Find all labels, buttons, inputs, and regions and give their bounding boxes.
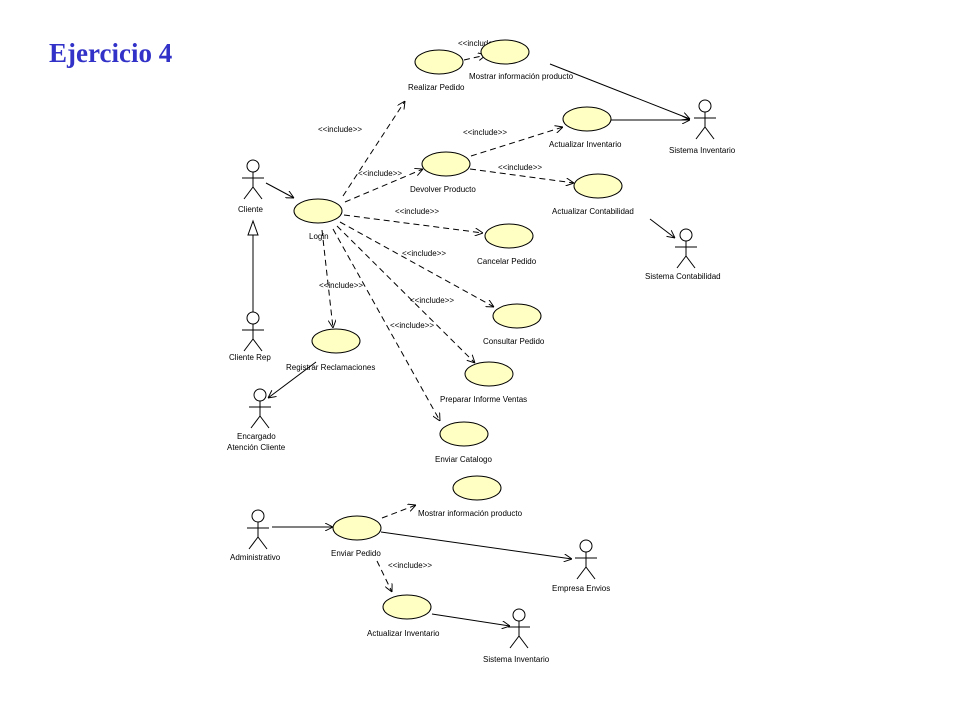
- use-case-label: Consultar Pedido: [483, 337, 545, 346]
- use-case-login: [293, 198, 343, 224]
- association-actinv-sisinv2: [431, 613, 510, 626]
- actor-label: Empresa Envios: [552, 584, 610, 593]
- association-enviar-mostrar: [381, 505, 416, 519]
- page-title: Ejercicio 4: [49, 38, 173, 68]
- association-actcont-siscont: [649, 218, 675, 238]
- use-case-label: Devolver Producto: [410, 185, 476, 194]
- use-case-enviar-catalogo: [439, 421, 489, 447]
- actor-label: Sistema Inventario: [483, 655, 550, 664]
- include-enviar-actinv: [376, 560, 392, 592]
- association-cliente-login: [265, 182, 294, 198]
- use-case-label: Mostrar información producto: [469, 72, 574, 81]
- use-case-preparar-informe-ventas: [464, 361, 514, 387]
- stereotype-label: <<include>>: [463, 128, 507, 137]
- use-case-label: Actualizar Inventario: [367, 629, 440, 638]
- relationship-lines: [247, 55, 690, 626]
- include-realizar-mostrar: [463, 55, 486, 60]
- use-case-actualizar-inventario: [562, 106, 612, 132]
- use-case-actualizar-contabilidad: [573, 173, 623, 199]
- actor-sistema-inventario: [694, 99, 716, 140]
- actor-empresa-envios: [575, 539, 597, 580]
- include-devolver-actinv: [470, 127, 563, 157]
- use-case-cancelar-pedido: [484, 223, 534, 249]
- use-case-label: Cancelar Pedido: [477, 257, 537, 266]
- actor-cliente: [242, 159, 264, 200]
- stereotype-label: <<include>>: [458, 39, 502, 48]
- association-registrar-encargado: [268, 361, 317, 398]
- include-login-cancelar: [343, 214, 483, 233]
- actor-label: Cliente: [238, 205, 263, 214]
- use-case-label: Enviar Pedido: [331, 549, 381, 558]
- stereotype-label: <<include>>: [390, 321, 434, 330]
- use-case-label: Actualizar Inventario: [549, 140, 622, 149]
- include-login-realizar: [342, 101, 405, 197]
- association-mostrar-sisinv: [549, 63, 690, 119]
- actor-sistema-contabilidad: [675, 228, 697, 269]
- include-login-consultar: [339, 221, 494, 307]
- use-case-devolver-producto: [421, 151, 471, 177]
- stereotype-label: <<include>>: [395, 207, 439, 216]
- use-case-label: Mostrar información producto: [418, 509, 523, 518]
- use-cases: Realizar Pedido Mostrar información prod…: [286, 39, 634, 638]
- actor-label-line2: Atención Cliente: [227, 443, 286, 452]
- actor-label-line1: Encargado: [237, 432, 276, 441]
- actor-label: Cliente Rep: [229, 353, 271, 362]
- stereotype-label: <<include>>: [388, 561, 432, 570]
- use-case-label: Enviar Catalogo: [435, 455, 492, 464]
- stereotype-label: <<include>>: [402, 249, 446, 258]
- include-login-preparar: [336, 225, 475, 363]
- use-case-label: Actualizar Contabilidad: [552, 207, 634, 216]
- use-case-label: Login: [309, 232, 329, 241]
- stereotype-label: <<include>>: [319, 281, 363, 290]
- association-enviar-empresa: [380, 531, 572, 559]
- actor-sistema-inventario-2: [508, 608, 530, 649]
- stereotype-label: <<include>>: [498, 163, 542, 172]
- include-devolver-actcont: [469, 168, 574, 183]
- use-case-enviar-pedido: [332, 515, 382, 541]
- stereotype-labels: <<include>> <<include>> <<include>> <<in…: [318, 39, 542, 570]
- actor-encargado-atencion-cliente: [249, 388, 271, 429]
- stereotype-label: <<include>>: [410, 296, 454, 305]
- actor-administrativo: [247, 509, 269, 550]
- use-case-mostrar-informacion-producto: [480, 39, 530, 65]
- actor-label: Sistema Inventario: [669, 146, 736, 155]
- generalization-arrowhead: [247, 219, 259, 236]
- use-case-realizar-pedido: [414, 49, 464, 75]
- use-case-label: Registrar Reclamaciones: [286, 363, 375, 372]
- use-case-mostrar-informacion-producto-2: [452, 475, 502, 501]
- stereotype-label: <<include>>: [318, 125, 362, 134]
- use-case-label: Realizar Pedido: [408, 83, 465, 92]
- include-login-enviar-catalogo: [332, 228, 440, 421]
- stereotype-label: <<include>>: [358, 169, 402, 178]
- actor-cliente-rep: [242, 311, 264, 352]
- include-login-devolver: [344, 169, 423, 203]
- use-case-consultar-pedido: [492, 303, 542, 329]
- use-case-label: Preparar Informe Ventas: [440, 395, 527, 404]
- use-case-registrar-reclamaciones: [311, 328, 361, 354]
- actor-label: Administrativo: [230, 553, 281, 562]
- use-case-actualizar-inventario-2: [382, 594, 432, 620]
- include-login-registrar: [321, 229, 333, 328]
- actor-label: Sistema Contabilidad: [645, 272, 721, 281]
- actors: Cliente Cliente Rep Encargado Atención C…: [227, 99, 736, 664]
